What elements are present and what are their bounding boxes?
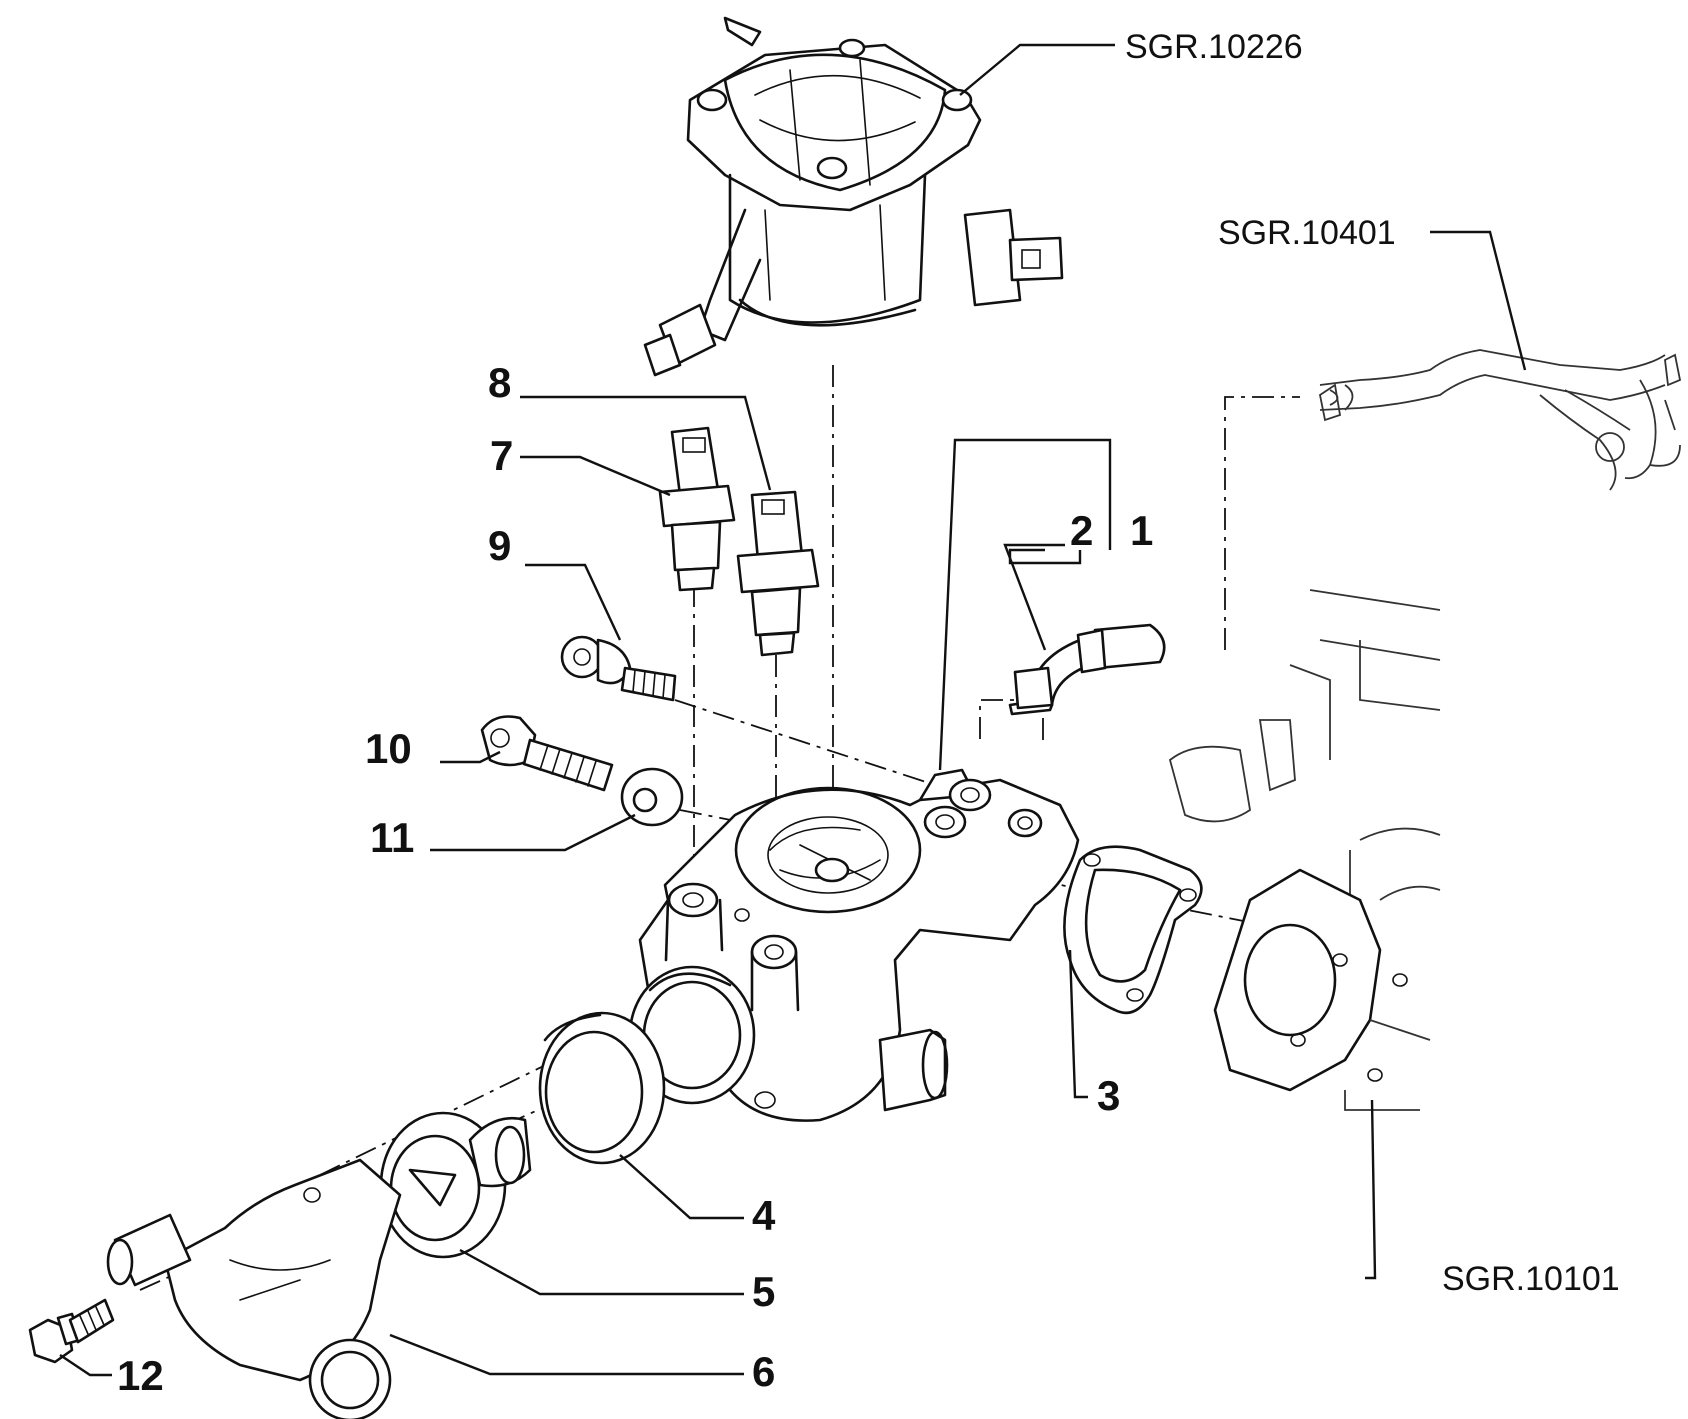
screw-10 xyxy=(480,715,614,792)
part-number-9: 9 xyxy=(488,522,511,569)
cylinder-head xyxy=(1168,589,1441,1111)
hose-assembly xyxy=(1318,349,1682,491)
tube-2 xyxy=(1008,623,1166,716)
thermostat-housing xyxy=(628,768,1080,1122)
leader-lines xyxy=(59,43,1527,1377)
part-number-3: 3 xyxy=(1097,1072,1120,1119)
part-number-2: 2 xyxy=(1070,507,1093,554)
ref-label-sgr-10226: SGR.10226 xyxy=(1125,28,1303,66)
part-number-6: 6 xyxy=(752,1348,775,1395)
temperature-sensor-7 xyxy=(658,426,736,592)
labels: SGR.10226 SGR.10401 SGR.10101 1 2 3 4 5 … xyxy=(117,28,1620,1399)
screw-12 xyxy=(28,1298,115,1364)
part-number-5: 5 xyxy=(752,1268,775,1315)
seal-ring-4 xyxy=(538,1011,666,1165)
thermostat-5 xyxy=(379,1111,532,1259)
part-number-7: 7 xyxy=(490,432,513,479)
part-number-11: 11 xyxy=(370,814,414,861)
outlet-fitting-6 xyxy=(106,1158,402,1419)
part-number-12: 12 xyxy=(117,1352,164,1399)
temperature-sensor-8 xyxy=(736,490,820,657)
screw-9 xyxy=(560,635,677,702)
vacuum-pump xyxy=(643,16,1064,377)
ref-label-sgr-10401: SGR.10401 xyxy=(1218,214,1396,252)
part-number-10: 10 xyxy=(365,725,412,772)
part-number-8: 8 xyxy=(488,359,511,406)
ref-label-sgr-10101: SGR.10101 xyxy=(1442,1260,1620,1298)
gasket-3 xyxy=(1063,845,1203,1015)
part-number-4: 4 xyxy=(752,1192,776,1239)
washer-11 xyxy=(620,767,684,827)
part-number-1: 1 xyxy=(1130,507,1153,554)
